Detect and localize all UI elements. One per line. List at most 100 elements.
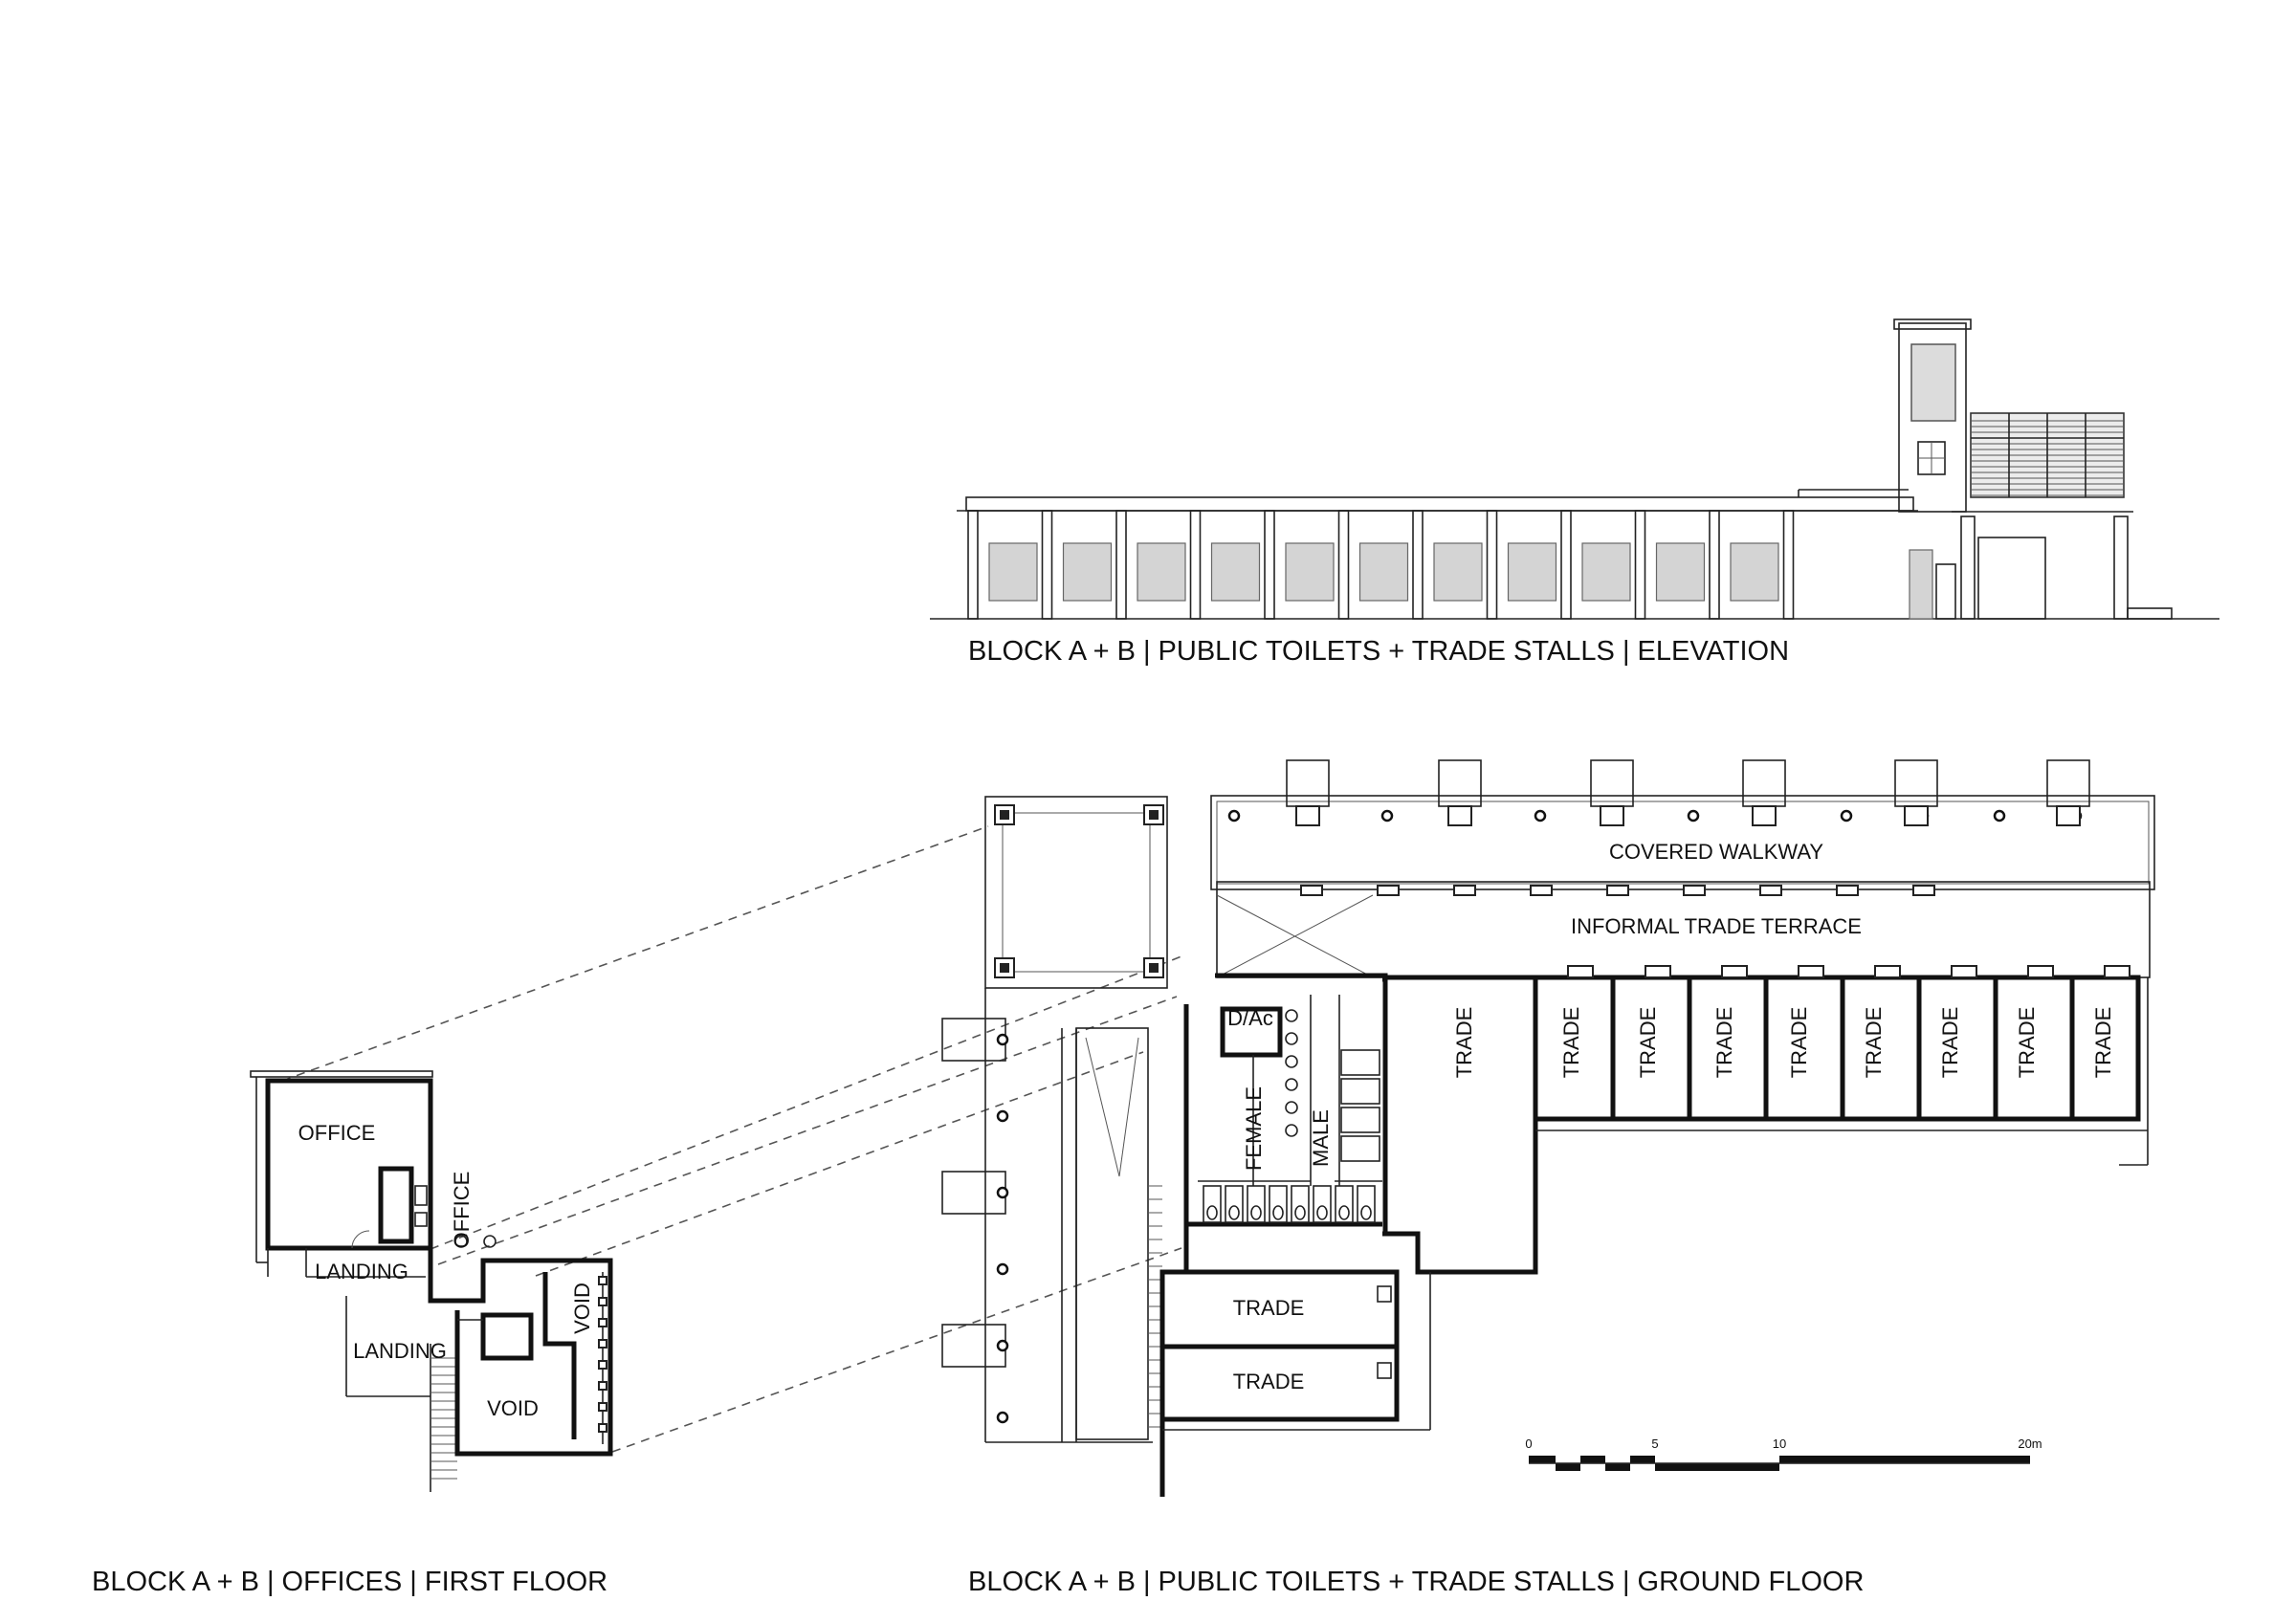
elevation-shutter xyxy=(1433,542,1483,602)
void-bottom-label: VOID xyxy=(487,1396,539,1420)
landing-upper-label: LANDING xyxy=(315,1260,408,1283)
urinal-cubicle xyxy=(1340,1078,1380,1105)
pavilion-roof xyxy=(1742,759,1786,807)
scale-tick-10: 10 xyxy=(1773,1437,1786,1451)
elevation-post xyxy=(1337,510,1350,620)
trade-stall-label: TRADE xyxy=(1712,1007,1736,1079)
pavilion-roof xyxy=(1438,759,1482,807)
pavilion-post xyxy=(1295,805,1320,826)
trade-stall-large-label: TRADE xyxy=(1452,1007,1476,1079)
elevation-post xyxy=(1412,510,1424,620)
elevation-caption: BLOCK A + B | PUBLIC TOILETS + TRADE STA… xyxy=(968,636,1789,667)
scale-tick-20m: 20m xyxy=(2018,1437,2042,1451)
wc-pan xyxy=(1316,1205,1328,1220)
scale-tick-5: 5 xyxy=(1651,1437,1658,1451)
elevation-post xyxy=(1709,510,1720,620)
pavilion-roof xyxy=(1590,759,1634,807)
urinal-cubicle xyxy=(1340,1107,1380,1133)
ff-column xyxy=(598,1360,607,1370)
elevation-post xyxy=(1486,510,1498,620)
terrace-fixture xyxy=(1530,885,1553,896)
wc-cubicle xyxy=(1269,1185,1288,1223)
trade-unit-lower-label: TRADE xyxy=(1233,1370,1305,1393)
elevation-shutter xyxy=(1655,542,1706,602)
pavilion-roof xyxy=(1286,759,1330,807)
projection-lines xyxy=(281,825,1182,1453)
elevation-shutter xyxy=(1137,542,1186,602)
urinal-cubicle xyxy=(1340,1049,1380,1076)
stall-column xyxy=(1874,965,1901,978)
terrace-fixture xyxy=(1377,885,1400,896)
elevation-post xyxy=(1189,510,1202,620)
wc-pan xyxy=(1338,1205,1350,1220)
basin xyxy=(1285,1055,1298,1068)
elevation-shutter xyxy=(1062,542,1113,602)
elevation-shutter xyxy=(1358,542,1409,602)
basin xyxy=(1285,1124,1298,1137)
trade-stall-label: TRADE xyxy=(1559,1007,1583,1079)
ff-column xyxy=(598,1339,607,1349)
wc-cubicle xyxy=(1313,1185,1332,1223)
female-toilet-label: FEMALE xyxy=(1242,1086,1266,1171)
ff-column xyxy=(598,1276,607,1285)
terrace-fixture xyxy=(1606,885,1629,896)
wc-cubicle xyxy=(1203,1185,1222,1223)
stall-column xyxy=(1645,965,1671,978)
trade-unit-upper-label: TRADE xyxy=(1233,1296,1305,1320)
basin xyxy=(1285,1009,1298,1022)
elevation-shutter xyxy=(1507,542,1557,602)
informal-trade-terrace-label: INFORMAL TRADE TERRACE xyxy=(1571,914,1862,938)
dac-toilet-label: D/Ac xyxy=(1227,1006,1273,1030)
elevation-post xyxy=(1041,510,1053,620)
urinal-cubicle xyxy=(1340,1135,1380,1162)
walkway-column xyxy=(1840,809,1853,822)
ground-floor-plan xyxy=(941,759,2155,1497)
ff-column xyxy=(598,1423,607,1433)
wc-pan xyxy=(1206,1205,1218,1220)
stall-column xyxy=(1951,965,1977,978)
office-side-label: OFFICE xyxy=(450,1172,474,1249)
elevation-shutter xyxy=(988,542,1038,602)
wc-cubicle xyxy=(1247,1185,1266,1223)
elevation-post xyxy=(1560,510,1572,620)
pavilion-roof xyxy=(1894,759,1938,807)
void-vertical-label: VOID xyxy=(570,1283,594,1334)
elevation-shutter xyxy=(1285,542,1335,602)
terrace-fixture xyxy=(1836,885,1859,896)
elevation-shutter xyxy=(1210,542,1261,602)
scale-bar xyxy=(1529,1456,2030,1471)
walkway-column xyxy=(1993,809,2006,822)
stall-column xyxy=(2027,965,2054,978)
basin xyxy=(1285,1032,1298,1045)
trade-stall-label: TRADE xyxy=(2015,1007,2039,1079)
ff-column xyxy=(598,1381,607,1391)
terrace-fixture xyxy=(1453,885,1476,896)
walkway-column xyxy=(1380,809,1394,822)
basin xyxy=(1285,1101,1298,1114)
first-floor-plan xyxy=(250,1070,613,1492)
landing-lower-label: LANDING xyxy=(353,1339,447,1363)
pavilion-post xyxy=(2056,805,2081,826)
trade-stall-label: TRADE xyxy=(1862,1007,1886,1079)
basin xyxy=(1285,1078,1298,1091)
trade-stall-label: TRADE xyxy=(1938,1007,1962,1079)
elevation-post xyxy=(1634,510,1646,620)
trade-stall-label: TRADE xyxy=(2091,1007,2115,1079)
stall-column xyxy=(1798,965,1824,978)
elevation-post xyxy=(1115,510,1127,620)
pavilion-post xyxy=(1447,805,1472,826)
wc-pan xyxy=(1250,1205,1262,1220)
pavilion-post xyxy=(1600,805,1624,826)
walkway-column xyxy=(1534,809,1547,822)
ground-floor-caption: BLOCK A + B | PUBLIC TOILETS + TRADE STA… xyxy=(968,1567,1864,1597)
elevation-drawing xyxy=(930,318,2219,620)
pavilion-post xyxy=(1904,805,1929,826)
office-main-label: OFFICE xyxy=(298,1121,376,1145)
wc-pan xyxy=(1272,1205,1284,1220)
walkway-column xyxy=(1687,809,1700,822)
wc-pan xyxy=(1294,1205,1306,1220)
wc-pan xyxy=(1228,1205,1240,1220)
wc-cubicle xyxy=(1291,1185,1310,1223)
ff-column xyxy=(598,1318,607,1327)
